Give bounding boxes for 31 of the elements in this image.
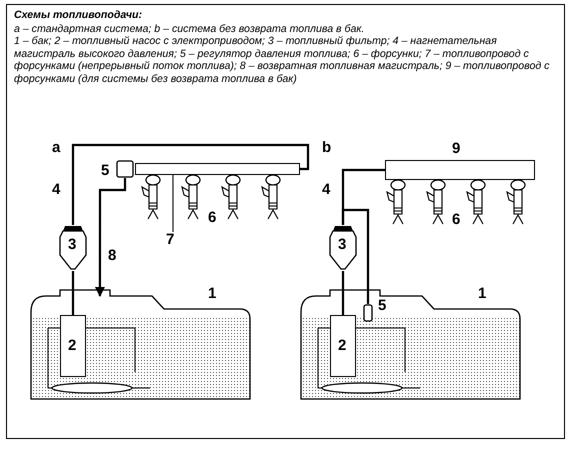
part-number: 3 <box>338 237 346 253</box>
part-number: 9 <box>452 141 460 157</box>
fuel-filter <box>329 225 357 271</box>
panel-letter: b <box>322 140 332 156</box>
part-number: 7 <box>166 232 174 248</box>
fuel-pipe <box>72 271 74 315</box>
fuel-tank <box>30 288 252 400</box>
part-number: 6 <box>208 210 216 226</box>
part-number: 5 <box>378 298 386 314</box>
part-number: 2 <box>68 338 76 354</box>
panel-letter: a <box>52 140 60 156</box>
part-number: 5 <box>101 163 110 179</box>
part-number: 3 <box>68 237 76 253</box>
fuel-pump <box>60 315 86 377</box>
leader-line <box>172 174 174 232</box>
fuel-pipe <box>342 208 370 304</box>
fuel-tank <box>300 288 522 400</box>
fuel-filter <box>59 225 87 271</box>
fuel-pipe <box>342 271 344 315</box>
part-number: 6 <box>452 212 460 228</box>
part-number: 1 <box>208 286 216 302</box>
fuel-pipe <box>94 178 126 297</box>
part-number: 1 <box>478 286 486 302</box>
fuel-pipe <box>72 144 310 225</box>
fuel-pump <box>330 315 356 377</box>
fuel-rail <box>135 163 300 175</box>
part-number: 2 <box>338 338 346 354</box>
title: Схемы топливоподачи: <box>14 9 142 22</box>
caption-text: 1 – бак; 2 – топливный насос с электроприводом; 3 – топливный фильтр; 4 – нагнетательная магистраль высокого давления; 5 – регулятор давления топлива; 6 – форсунки; 7 – топливопровод с форсунками (непрерывный поток топлива); 8 – возвратная топливная магистраль; 9 – топливопровод с форсунками (для системы без возврата топлива в бак) <box>14 35 550 85</box>
pressure-regulator <box>116 160 134 178</box>
caption-text: a – стандартная система; b – система без возврата топлива в бак. <box>14 23 366 36</box>
